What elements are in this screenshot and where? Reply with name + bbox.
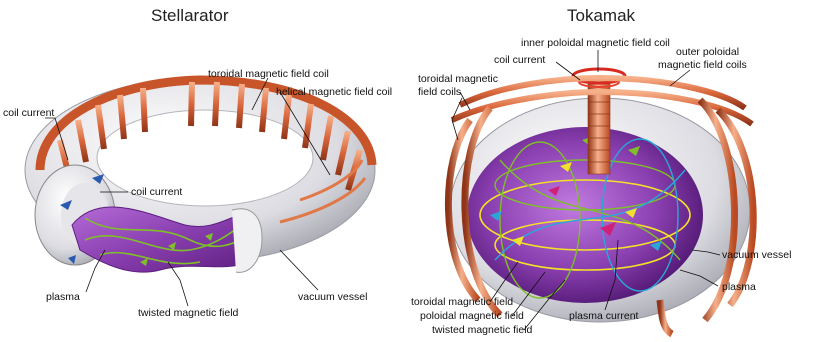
label-twisted-magnetic-field-tokamak: twisted magnetic field (432, 324, 532, 336)
stellarator-illustration (25, 78, 375, 306)
stellarator-title: Stellarator (151, 6, 228, 26)
label-toroidal-magnetic-field-coil: toroidal magnetic field coil (208, 68, 329, 80)
stellarator-cutaway-right (232, 209, 262, 273)
label-inner-poloidal-magnetic-field-coil: inner poloidal magnetic field coil (521, 37, 670, 49)
label-outer-poloidal-line1: outer poloidal (676, 46, 739, 58)
label-coil-current-inner: coil current (131, 186, 182, 198)
tokamak-plasma (467, 127, 703, 303)
label-tokamak-coil-current: coil current (494, 54, 545, 66)
label-outer-poloidal-line2: magnetic field coils (658, 59, 747, 71)
label-twisted-magnetic-field-stellarator: twisted magnetic field (138, 307, 238, 319)
tokamak-illustration (448, 50, 753, 334)
label-toroidal-coils-line1: toroidal magnetic (418, 73, 498, 85)
label-toroidal-coils-line2: field coils (418, 86, 461, 98)
label-helical-magnetic-field-coil: helical magnetic field coil (276, 86, 392, 98)
label-toroidal-magnetic-field: toroidal magnetic field (411, 296, 513, 308)
label-tokamak-vacuum-vessel: vacuum vessel (722, 249, 791, 261)
label-tokamak-plasma: plasma (722, 281, 756, 293)
tokamak-title: Tokamak (567, 6, 635, 26)
label-coil-current-left: coil current (3, 107, 54, 119)
label-stellarator-vacuum-vessel: vacuum vessel (298, 291, 367, 303)
label-stellarator-plasma: plasma (46, 291, 80, 303)
label-plasma-current: plasma current (569, 310, 638, 322)
label-poloidal-magnetic-field: poloidal magnetic field (420, 310, 524, 322)
